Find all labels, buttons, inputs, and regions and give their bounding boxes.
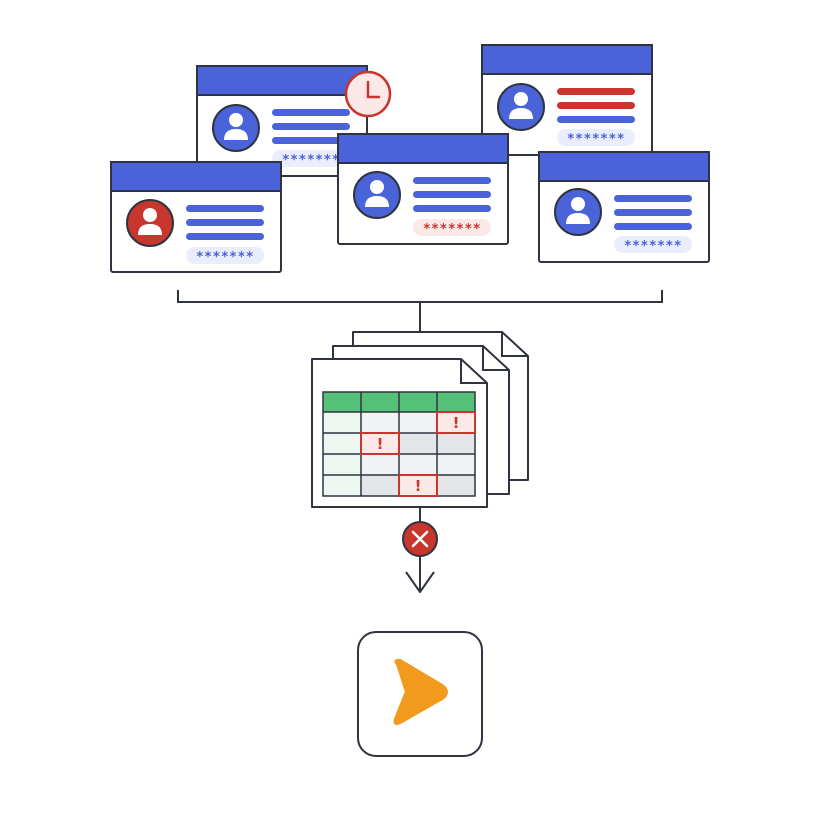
- profile-card: *******: [110, 161, 282, 273]
- arrow-down-icon: [405, 571, 435, 593]
- svg-text:!: !: [377, 435, 384, 453]
- masked-password: *******: [624, 239, 682, 254]
- avatar-icon: [353, 171, 401, 219]
- error-cell: !: [436, 411, 476, 434]
- avatar-icon: [212, 104, 260, 152]
- spreadsheet-icon: ! ! !: [311, 331, 529, 508]
- profile-card: *******: [481, 44, 653, 156]
- data-table: ! ! !: [322, 391, 476, 497]
- svg-text:!: !: [453, 414, 460, 432]
- error-x-icon: [402, 521, 438, 557]
- profile-card: *******: [196, 65, 368, 177]
- masked-password: *******: [282, 153, 340, 168]
- masked-password: *******: [567, 132, 625, 147]
- profile-card: *******: [538, 151, 710, 263]
- flow-connector: [402, 507, 438, 593]
- svg-text:!: !: [415, 477, 422, 495]
- clock-icon: [344, 70, 392, 118]
- play-app-icon: [357, 631, 483, 757]
- avatar-icon: [554, 188, 602, 236]
- merge-bracket: [177, 290, 663, 332]
- error-cell: !: [398, 474, 438, 497]
- profile-card: *******: [337, 133, 509, 245]
- avatar-icon: [126, 199, 174, 247]
- avatar-icon: [497, 83, 545, 131]
- error-cell: !: [360, 432, 400, 455]
- masked-password: *******: [196, 250, 254, 265]
- masked-password: *******: [423, 222, 481, 237]
